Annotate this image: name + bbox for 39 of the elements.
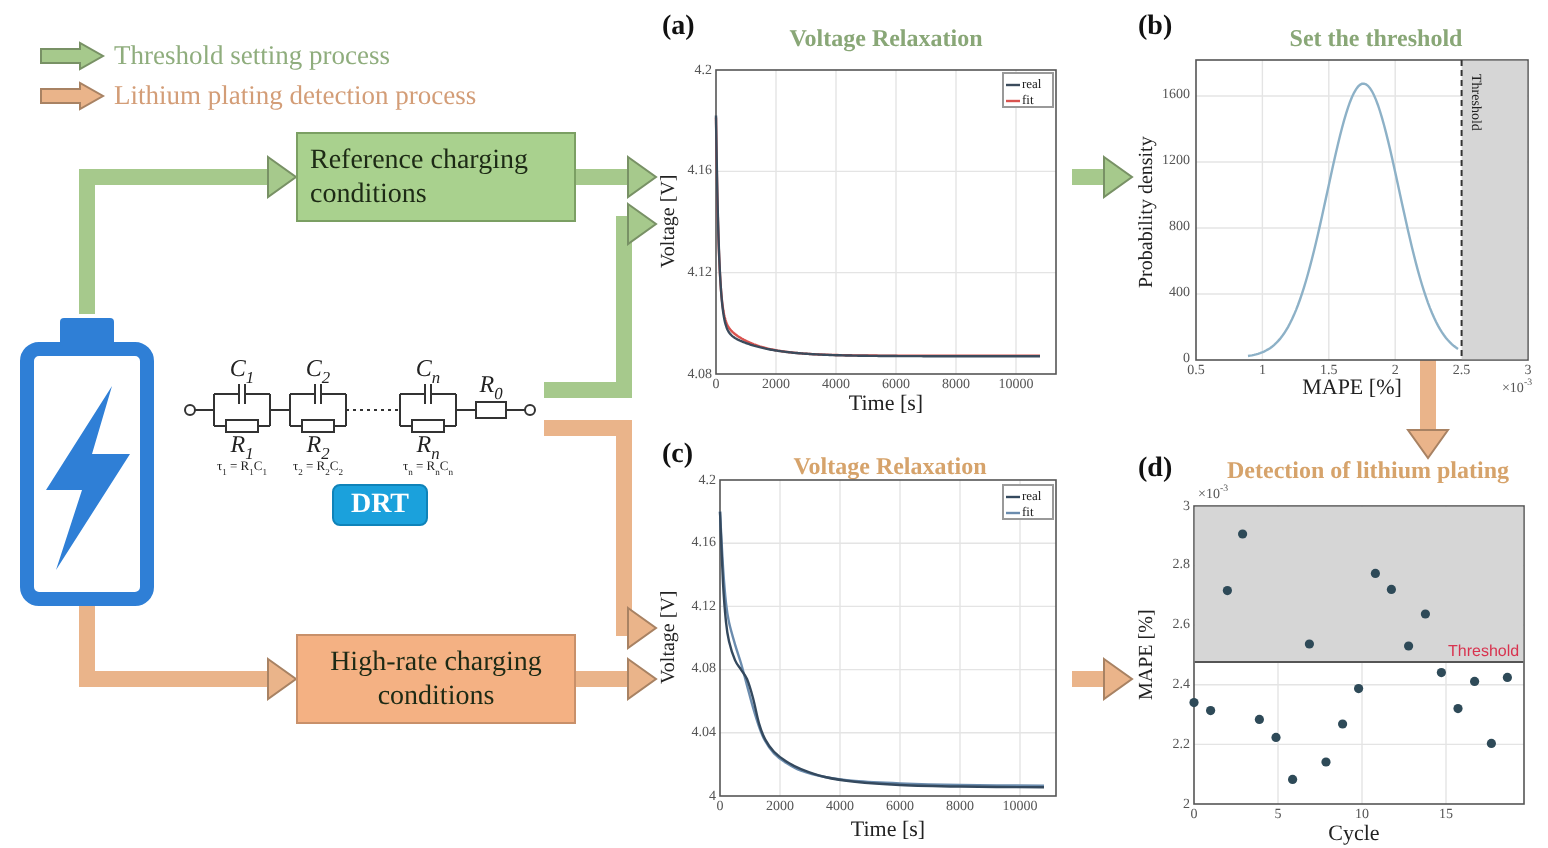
axis-title: Time [s] — [848, 818, 928, 842]
component-label: R$_{2}$ — [304, 432, 330, 458]
battery-icon — [20, 314, 154, 606]
arrow — [576, 156, 657, 198]
legend-label: Lithium plating detection process — [114, 80, 479, 112]
axis-title: MAPE [%] — [1136, 606, 1158, 704]
arrow — [1072, 156, 1133, 198]
process-box: Reference charging conditions — [296, 132, 576, 222]
panel-letter: (d) — [1138, 454, 1175, 484]
axis-title: Cycle — [1326, 822, 1382, 846]
axis-title: Voltage [V] — [658, 173, 682, 273]
arrow — [1407, 360, 1449, 459]
process-box: High-rate charging conditions — [296, 634, 576, 724]
axis-title: Time [s] — [846, 392, 926, 416]
chart-title: Voltage Relaxation — [787, 24, 985, 54]
arrow — [79, 606, 297, 700]
legend-label: Threshold setting process — [114, 40, 392, 72]
chart-title: Detection of lithium plating — [1225, 458, 1511, 484]
axis-title: Voltage [V] — [658, 589, 682, 689]
arrow — [544, 420, 657, 649]
arrow — [79, 156, 297, 314]
chart-title: Set the threshold — [1287, 24, 1465, 54]
component-label: C$_{n}$ — [413, 356, 443, 382]
panel-letter: (c) — [662, 440, 696, 470]
panel-letter: (a) — [662, 12, 697, 42]
axis-title: Probability density — [1136, 134, 1158, 292]
arrow — [1072, 658, 1133, 700]
component-label: R$_{n}$ — [414, 432, 440, 458]
method-badge: DRT — [332, 484, 428, 526]
component-label: C$_{1}$ — [227, 356, 257, 382]
component-label: R$_{0}$ — [477, 372, 505, 398]
axis-title: MAPE [%] — [1300, 378, 1404, 400]
arrow — [576, 658, 657, 700]
component-label: C$_{2}$ — [303, 356, 333, 382]
arrow — [544, 203, 657, 398]
threshold-label: Threshold — [1448, 642, 1520, 662]
panel-letter: (b) — [1138, 12, 1175, 42]
chart-title: Voltage Relaxation — [791, 452, 989, 482]
component-label: R$_{1}$ — [228, 432, 254, 458]
